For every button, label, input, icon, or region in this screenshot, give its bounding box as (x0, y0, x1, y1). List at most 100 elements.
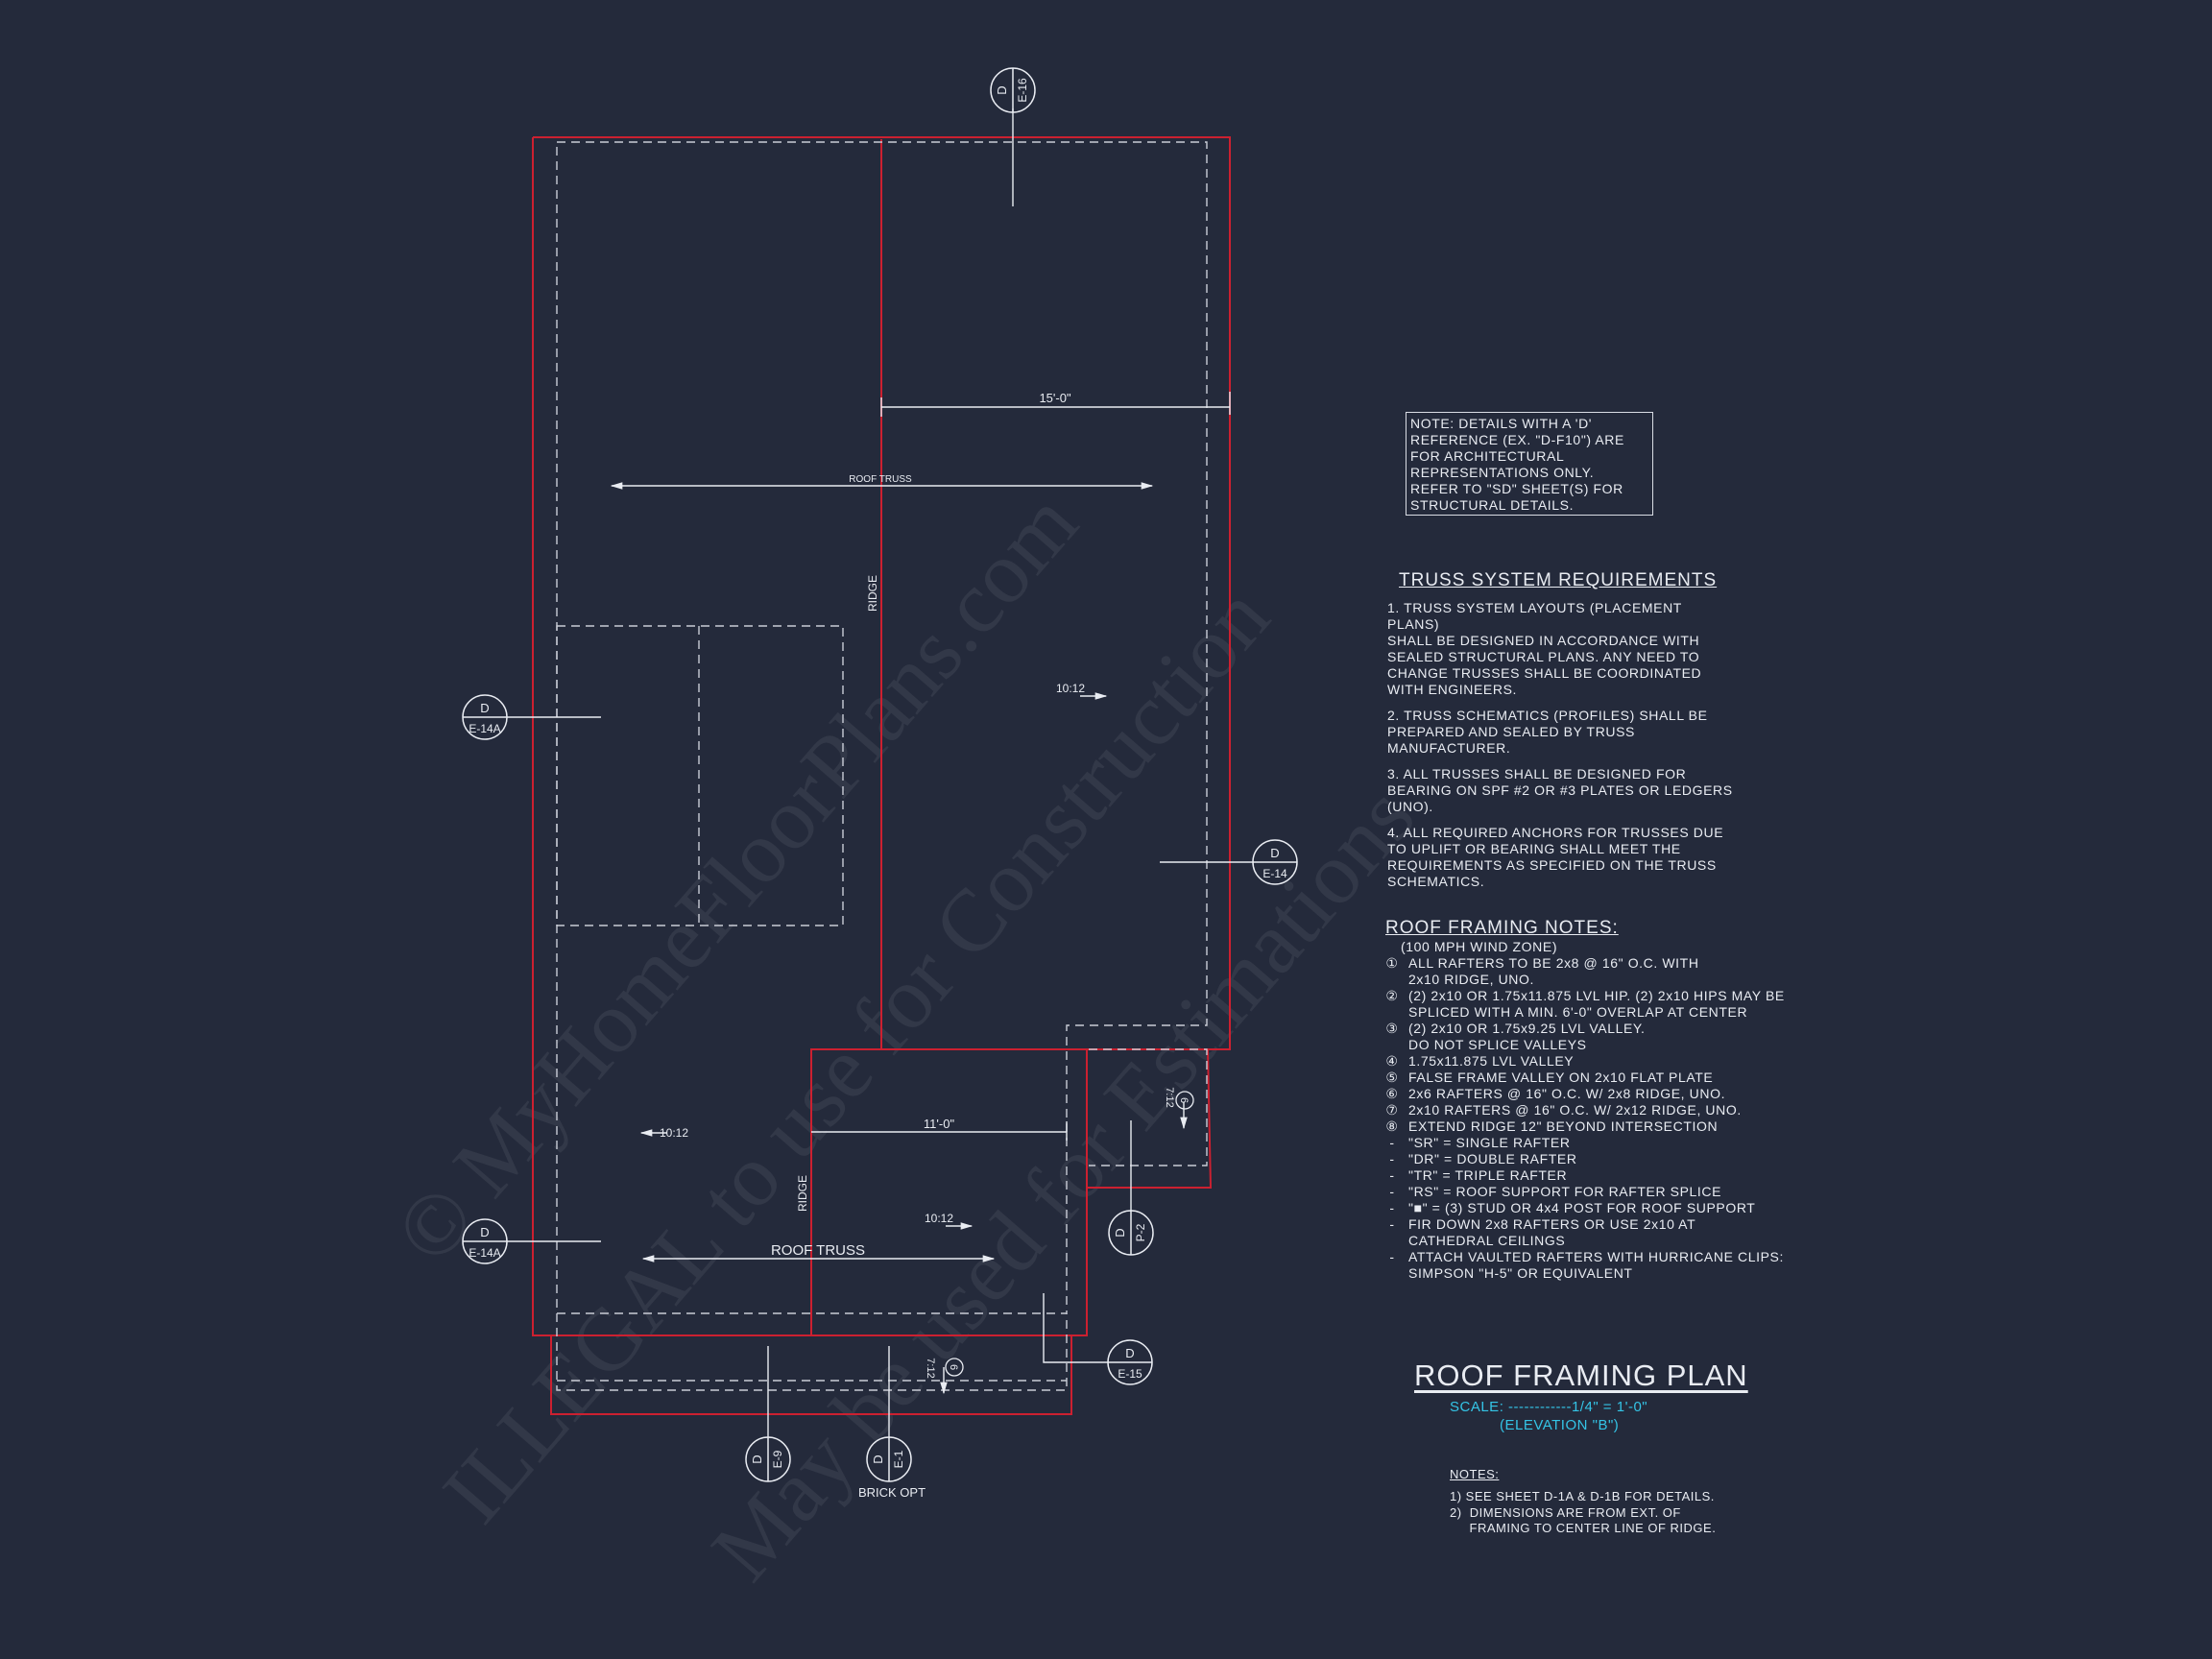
roof-note-marker: ⑧ (1385, 1118, 1399, 1134)
marker-e14-top: D (1270, 846, 1279, 860)
roof-outline-wing (810, 1048, 1088, 1336)
side-outline-dashed (1089, 1048, 1208, 1166)
plan-title: ROOF FRAMING PLAN (1414, 1358, 1748, 1392)
marker-e14a-lower-bottom: E-14A (469, 1246, 500, 1260)
circle-note-6a (1175, 1091, 1194, 1110)
roof-note-marker: ① (1385, 955, 1399, 971)
roof-note-text: (2) 2x10 OR 1.75x11.875 LVL HIP. (2) 2x1… (1408, 988, 1785, 1020)
ridge-label-upper: RIDGE (866, 575, 879, 612)
marker-e15-bottom: E-15 (1118, 1367, 1142, 1381)
roof-note-marker: ② (1385, 988, 1399, 1003)
brick-opt-label: BRICK OPT (858, 1485, 926, 1500)
section-marker-e1 (866, 1436, 912, 1482)
truss-item-2: 2. TRUSS SCHEMATICS (PROFILES) SHALL BE … (1387, 708, 1708, 756)
roof-note-text: 1.75x11.875 LVL VALLEY (1408, 1053, 1575, 1069)
roof-note-marker: - (1389, 1151, 1395, 1166)
wind-zone-note: (100 MPH WIND ZONE) (1401, 939, 1558, 954)
roof-note-item: ⑦ 2x10 RAFTERS @ 16" O.C. W/ 2x12 RIDGE, … (1385, 1102, 1789, 1118)
roof-framing-notes: ROOF FRAMING NOTES: (100 MPH WIND ZONE) … (1385, 918, 1789, 1282)
marker-e16-top: D (995, 85, 1009, 94)
section-marker-p2 (1108, 1210, 1154, 1256)
marker-e9-bottom: E-9 (771, 1450, 784, 1468)
roof-note-item: ⑧ EXTEND RIDGE 12" BEYOND INTERSECTION (1385, 1118, 1789, 1135)
roof-note-marker: ③ (1385, 1021, 1399, 1036)
roof-note-item: -"TR" = TRIPLE RAFTER (1385, 1167, 1789, 1184)
truss-item-1: 1. TRUSS SYSTEM LAYOUTS (PLACEMENT PLANS… (1387, 600, 1702, 697)
title-note-1: 1) SEE SHEET D-1A & D-1B FOR DETAILS. (1450, 1489, 1715, 1503)
circle-note-6a-text: 6 (1178, 1097, 1190, 1103)
roof-note-text: "TR" = TRIPLE RAFTER (1408, 1167, 1568, 1183)
roof-note-text: FALSE FRAME VALLEY ON 2x10 FLAT PLATE (1408, 1070, 1714, 1085)
roof-note-marker: - (1389, 1216, 1395, 1232)
roof-note-item: -"DR" = DOUBLE RAFTER (1385, 1151, 1789, 1167)
roof-note-item: -"SR" = SINGLE RAFTER (1385, 1135, 1789, 1151)
marker-e14a-upper-bottom: E-14A (469, 722, 500, 735)
roof-note-item: ④ 1.75x11.875 LVL VALLEY (1385, 1053, 1789, 1070)
roof-truss-label-lower: ROOF TRUSS (771, 1242, 865, 1259)
roof-note-marker: - (1389, 1200, 1395, 1215)
wall-outline-porch (556, 1313, 1068, 1391)
roof-note-text: 2x6 RAFTERS @ 16" O.C. W/ 2x8 RIDGE, UNO… (1408, 1086, 1726, 1101)
marker-e9-top: D (750, 1455, 764, 1463)
section-marker-e9 (745, 1436, 791, 1482)
marker-e1-bottom: E-1 (892, 1450, 905, 1468)
detail-reference-note-box (1406, 412, 1653, 516)
circle-note-6b-text: 6 (948, 1364, 959, 1370)
roof-note-marker: - (1389, 1135, 1395, 1150)
roof-note-item: ⑥ 2x6 RAFTERS @ 16" O.C. W/ 2x8 RIDGE, UN… (1385, 1086, 1789, 1102)
roof-note-text: 2x10 RAFTERS @ 16" O.C. W/ 2x12 RIDGE, U… (1408, 1102, 1742, 1118)
marker-e14a-upper-top: D (480, 701, 489, 715)
pitch-label-2: 10:12 (660, 1126, 688, 1140)
truss-requirements: TRUSS SYSTEM REQUIREMENTS 1. TRUSS SYSTE… (1387, 571, 1733, 900)
roof-note-text: ATTACH VAULTED RAFTERS WITH HURRICANE CL… (1408, 1249, 1784, 1281)
section-marker-e15 (1107, 1339, 1153, 1385)
truss-item-4: 4. ALL REQUIRED ANCHORS FOR TRUSSES DUE … (1387, 825, 1724, 889)
roof-framing-notes-heading: ROOF FRAMING NOTES: (1385, 918, 1619, 938)
detail-reference-note: NOTE: DETAILS WITH A 'D' REFERENCE (EX. … (1410, 416, 1624, 513)
pitch-label-5: 7:12 (925, 1358, 936, 1378)
roof-note-text: "DR" = DOUBLE RAFTER (1408, 1151, 1577, 1166)
roof-note-text: (2) 2x10 OR 1.75x9.25 LVL VALLEY. DO NOT… (1408, 1021, 1646, 1052)
pitch-label-1: 10:12 (1056, 682, 1085, 695)
roof-note-marker: - (1389, 1184, 1395, 1199)
roof-note-marker: ④ (1385, 1053, 1399, 1069)
section-marker-e14 (1252, 839, 1298, 885)
pitch-label-4: 7:12 (1164, 1087, 1175, 1107)
roof-note-text: "RS" = ROOF SUPPORT FOR RAFTER SPLICE (1408, 1184, 1722, 1199)
roof-outline-side (1088, 1048, 1213, 1189)
roof-note-text: FIR DOWN 2x8 RAFTERS OR USE 2x10 AT CATH… (1408, 1216, 1696, 1248)
roof-note-marker: - (1389, 1249, 1395, 1264)
roof-note-item: ③ (2) 2x10 OR 1.75x9.25 LVL VALLEY. DO NO… (1385, 1021, 1789, 1053)
bay-outline-dashed (556, 625, 844, 926)
roof-note-marker: ⑤ (1385, 1070, 1399, 1085)
marker-p2-top: D (1113, 1228, 1127, 1237)
roof-note-item: ① ALL RAFTERS TO BE 2x8 @ 16" O.C. WITH 2… (1385, 955, 1789, 988)
marker-e16-bottom: E-16 (1016, 78, 1029, 103)
title-note-2: 2) DIMENSIONS ARE FROM EXT. OF FRAMING T… (1450, 1505, 1717, 1535)
roof-note-item: -FIR DOWN 2x8 RAFTERS OR USE 2x10 AT CAT… (1385, 1216, 1789, 1249)
title-notes-heading: NOTES: (1450, 1467, 1500, 1481)
roof-framing-notes-list: ① ALL RAFTERS TO BE 2x8 @ 16" O.C. WITH 2… (1385, 955, 1789, 1282)
roof-note-item: ② (2) 2x10 OR 1.75x11.875 LVL HIP. (2) 2x… (1385, 988, 1789, 1021)
roof-truss-label-upper: ROOF TRUSS (849, 474, 912, 485)
marker-e1-top: D (871, 1455, 885, 1463)
roof-note-item: -ATTACH VAULTED RAFTERS WITH HURRICANE C… (1385, 1249, 1789, 1282)
roof-note-marker: ⑦ (1385, 1102, 1399, 1118)
dim-label-11: 11'-0" (924, 1117, 955, 1131)
roof-note-text: ALL RAFTERS TO BE 2x8 @ 16" O.C. WITH 2x… (1408, 955, 1699, 987)
ridge-label-lower: RIDGE (796, 1175, 809, 1212)
roof-note-text: EXTEND RIDGE 12" BEYOND INTERSECTION (1408, 1118, 1719, 1134)
roof-note-text: "■" = (3) STUD OR 4x4 POST FOR ROOF SUPP… (1408, 1200, 1756, 1215)
marker-p2-bottom: P-2 (1134, 1223, 1147, 1241)
marker-e14a-lower-top: D (480, 1225, 489, 1239)
roof-note-marker: ⑥ (1385, 1086, 1399, 1101)
circle-note-6b (945, 1358, 964, 1377)
roof-note-text: "SR" = SINGLE RAFTER (1408, 1135, 1571, 1150)
roof-note-marker: - (1389, 1167, 1395, 1183)
roof-note-item: -"■" = (3) STUD OR 4x4 POST FOR ROOF SUP… (1385, 1200, 1789, 1216)
dim-label-15: 15'-0" (1039, 391, 1071, 405)
pitch-label-3: 10:12 (925, 1212, 953, 1225)
truss-item-3: 3. ALL TRUSSES SHALL BE DESIGNED FOR BEA… (1387, 766, 1733, 814)
